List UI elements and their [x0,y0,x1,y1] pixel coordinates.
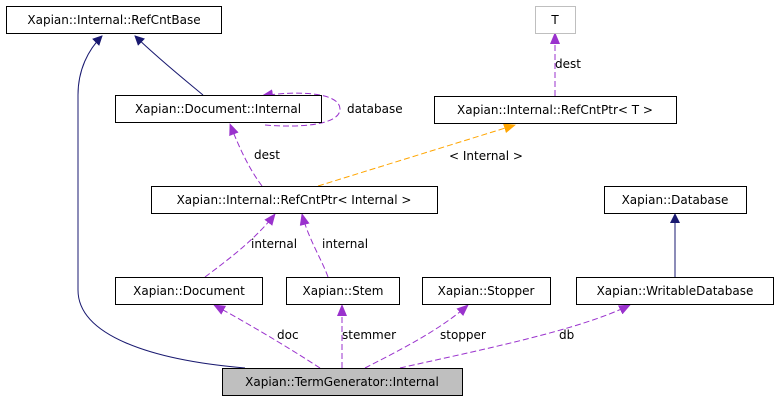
node-stopper[interactable]: Xapian::Stopper [422,277,551,305]
node-t-label: T [550,13,559,27]
node-refcntbase-label: Xapian::Internal::RefCntBase [27,13,200,27]
node-termgenerator-internal-label: Xapian::TermGenerator::Internal [245,375,439,389]
node-document-internal[interactable]: Xapian::Document::Internal [115,95,322,123]
node-refcntptr-t-label: Xapian::Internal::RefCntPtr< T > [457,103,653,117]
edge-use-stem-internal [299,213,329,278]
edge-use-docinternal-dest [229,123,263,187]
node-writable-database-label: Xapian::WritableDatabase [597,284,754,298]
node-refcntptr-internal[interactable]: Xapian::Internal::RefCntPtr< Internal > [151,186,438,214]
node-refcntptr-internal-label: Xapian::Internal::RefCntPtr< Internal > [177,193,412,207]
node-document-internal-label: Xapian::Document::Internal [135,102,301,116]
node-database-label: Xapian::Database [622,193,729,207]
edge-label-internal-template: < Internal > [449,149,523,163]
edge-use-termgen-stopper [364,304,469,369]
edge-use-database-self [261,89,341,127]
node-document-label: Xapian::Document [133,284,245,298]
edge-label-dest-t: dest [555,57,581,71]
node-stopper-label: Xapian::Stopper [438,284,535,298]
edge-use-termgen-db [399,304,631,369]
edge-label-db: db [559,328,574,342]
node-refcntptr-t[interactable]: Xapian::Internal::RefCntPtr< T > [434,96,677,124]
edge-use-termgen-doc [213,304,321,369]
node-document[interactable]: Xapian::Document [115,277,263,305]
edge-inherit-docinternal-refcntbase [134,35,204,96]
node-refcntbase[interactable]: Xapian::Internal::RefCntBase [6,6,222,34]
edge-label-doc: doc [277,328,299,342]
edge-label-dest-doc: dest [254,148,280,162]
edge-use-document-internal [204,213,276,278]
edge-template-internal [317,123,516,187]
edge-inherit-termgen-refcntbase [77,35,246,369]
edge-label-stemmer: stemmer [342,328,396,342]
node-t[interactable]: T [535,6,576,34]
edge-label-stopper: stopper [440,328,486,342]
edge-label-internal-doc: internal [251,237,297,251]
node-stem-label: Xapian::Stem [303,284,384,298]
node-database[interactable]: Xapian::Database [604,186,747,214]
edge-label-internal-stem: internal [322,237,368,251]
node-stem[interactable]: Xapian::Stem [286,277,400,305]
node-writable-database[interactable]: Xapian::WritableDatabase [576,277,774,305]
edge-label-database: database [347,102,403,116]
node-termgenerator-internal[interactable]: Xapian::TermGenerator::Internal [222,368,463,396]
